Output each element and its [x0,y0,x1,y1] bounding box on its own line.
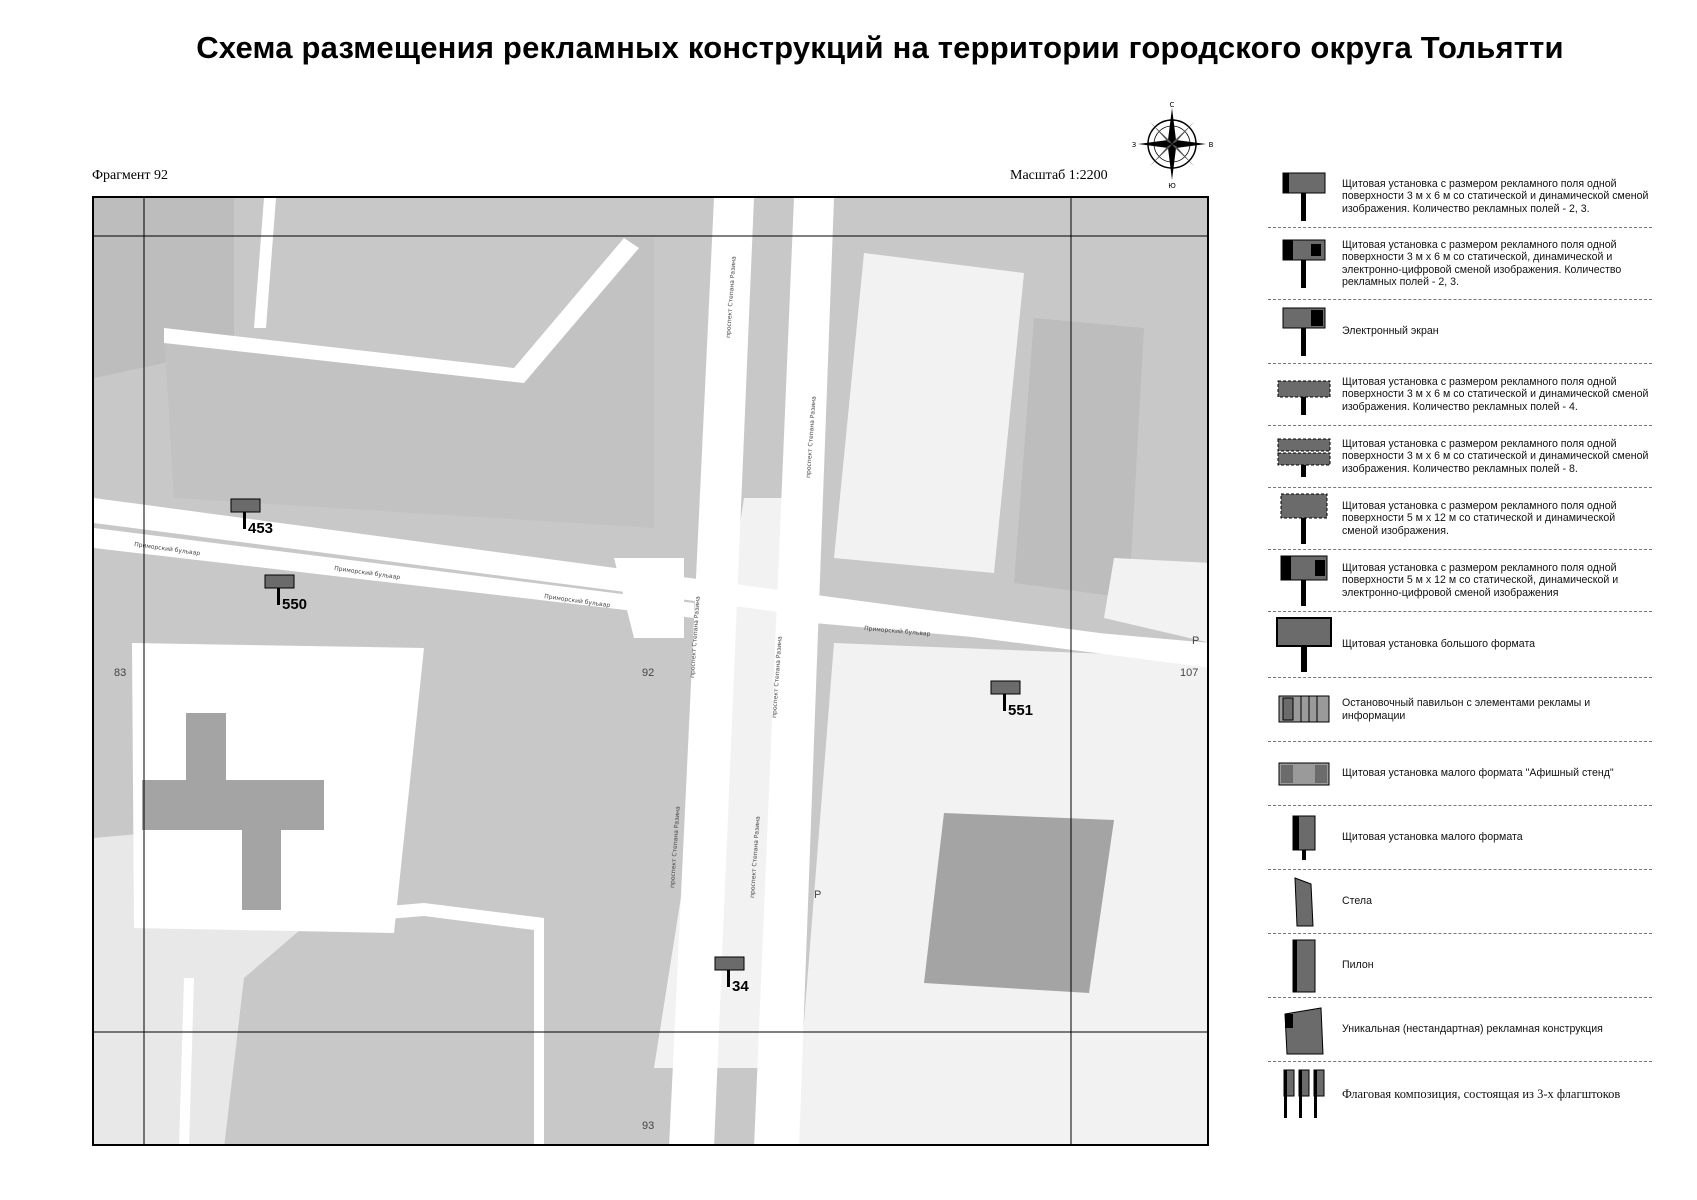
legend-item: Щитовая установка с размером рекламного … [1268,426,1652,488]
compass-rose-icon: С Ю З В [1132,101,1214,188]
parking-symbol-1: Р [814,889,821,901]
legend-text: Щитовая установка с размером рекламного … [1342,238,1622,288]
legend-text: Щитовая установка с размером рекламного … [1342,561,1619,599]
house-number-83: 83 [114,667,126,679]
compass-east: В [1209,141,1214,149]
legend-item: Флаговая композиция, состоящая из 3-х фл… [1268,1062,1652,1126]
legend-text: Уникальная (нестандартная) рекламная кон… [1342,1023,1603,1036]
pylon-icon [1292,939,1316,992]
ad-sign-number: 551 [1008,702,1034,719]
street-label-razina-5: проспект Степана Разина [669,806,682,888]
legend-text: Остановочный павильон с элементами рекла… [1342,697,1591,722]
ad-sign-number: 453 [248,520,274,537]
stela-icon [1294,876,1314,926]
bus-stop-pavilion-icon [1278,695,1330,722]
map-canvas: Приморский бульвар Приморский бульвар Пр… [94,198,1207,1144]
legend-item: Щитовая установка с размером рекламного … [1268,364,1652,426]
legend-text: Щитовая установка малого формата "Афишны… [1342,767,1614,780]
legend-text: Щитовая установка с размером рекламного … [1342,375,1649,413]
legend-item: Уникальная (нестандартная) рекламная кон… [1268,998,1652,1062]
billboard-3x6-4-fields-icon [1277,380,1331,415]
legend-item: Щитовая установка большого формата [1268,612,1652,678]
billboard-5x12-digital-icon [1280,555,1328,606]
house-number-93: 93 [642,1120,654,1132]
legend-item: Пилон [1268,934,1652,998]
page-title: Схема размещения рекламных конструкций н… [196,30,1564,65]
legend-text: Стела [1342,895,1372,908]
scale-label: Масштаб 1:2200 [1010,168,1108,183]
map-legend: Щитовая установка с размером рекламного … [1268,166,1652,1126]
compass-south: Ю [1168,182,1176,188]
legend-item: Электронный экран [1268,300,1652,364]
compass-north: С [1170,101,1175,109]
legend-text: Щитовая установка с размером рекламного … [1342,437,1649,475]
billboard-icon [264,574,295,605]
legend-text: Щитовая установка с размером рекламного … [1342,177,1649,215]
compass-west: З [1132,141,1137,149]
small-format-billboard-icon [1292,815,1316,860]
billboard-icon [990,680,1021,711]
billboard-5x12-icon [1280,493,1328,544]
billboard-icon [714,956,745,987]
billboard-3x6-2-3-icon [1282,172,1326,221]
house-number-92: 92 [642,667,654,679]
unique-construction-icon [1284,1006,1324,1054]
legend-item: Щитовая установка малого формата "Афишны… [1268,742,1652,806]
house-number-107: 107 [1180,667,1198,679]
billboard-icon [230,498,261,529]
legend-item: Щитовая установка с размером рекламного … [1268,228,1652,300]
poster-stand-icon [1278,762,1330,785]
ad-sign-number: 550 [282,596,308,613]
electronic-screen-icon [1282,307,1326,356]
legend-text: Щитовая установка с размером рекламного … [1342,499,1617,537]
map-fragment[interactable]: Приморский бульвар Приморский бульвар Пр… [92,196,1209,1146]
legend-text: Пилон [1342,959,1374,972]
legend-item: Щитовая установка с размером рекламного … [1268,550,1652,612]
parking-symbol-2: Р [1192,635,1199,647]
legend-text: Электронный экран [1342,325,1439,338]
legend-text: Щитовая установка большого формата [1342,638,1536,651]
legend-item: Щитовая установка с размером рекламного … [1268,166,1652,228]
legend-item: Стела [1268,870,1652,934]
fragment-label: Фрагмент 92 [92,168,169,183]
ad-sign-number: 34 [732,978,749,995]
flag-composition-icon [1283,1069,1325,1118]
legend-text: Щитовая установка малого формата [1342,831,1523,844]
legend-text: Флаговая композиция, состоящая из 3-х фл… [1342,1086,1621,1101]
billboard-3x6-digital-icon [1282,239,1326,288]
legend-item: Остановочный павильон с элементами рекла… [1268,678,1652,742]
billboard-3x6-8-fields-icon [1277,438,1331,477]
large-format-billboard-icon [1276,616,1332,672]
legend-item: Щитовая установка с размером рекламного … [1268,488,1652,550]
legend-item: Щитовая установка малого формата [1268,806,1652,870]
